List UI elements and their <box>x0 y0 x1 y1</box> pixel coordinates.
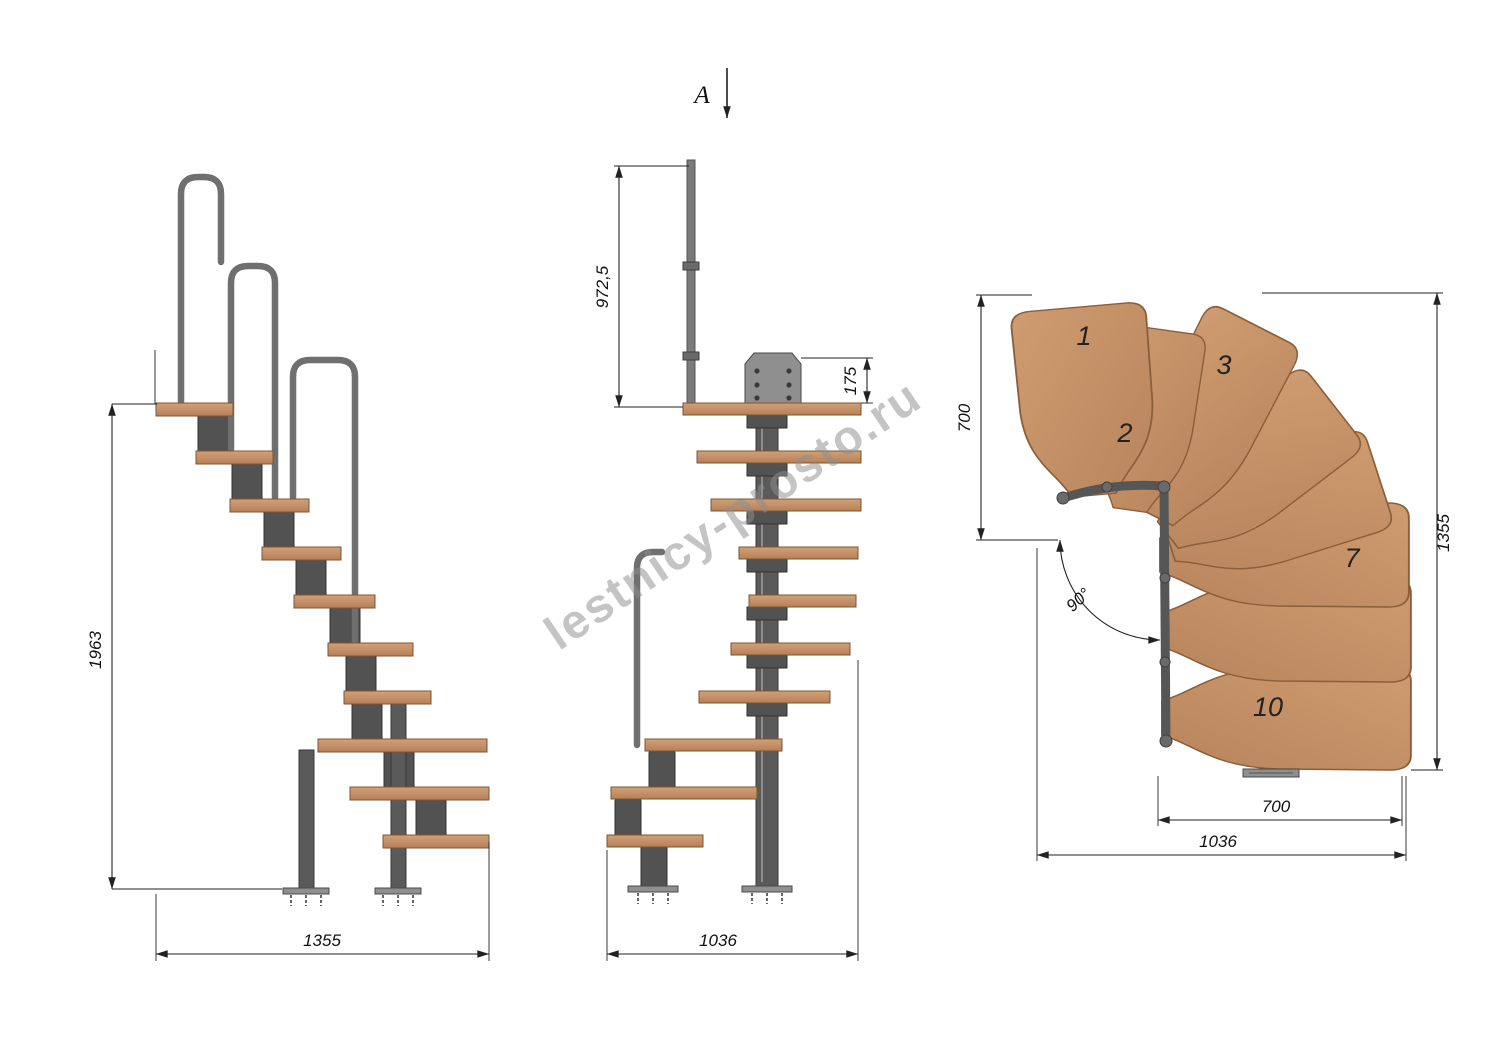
tread-number-1: 1 <box>1076 321 1091 351</box>
dimension-side-height: 1963 <box>86 403 282 890</box>
side-view-handrail <box>177 173 359 650</box>
handrail-post <box>686 159 696 409</box>
tread <box>748 594 857 608</box>
dimension-rail-height: 972,5 <box>593 165 689 408</box>
tread <box>696 450 862 464</box>
section-label: A <box>692 82 710 109</box>
plan-handrail <box>1056 480 1173 748</box>
tread <box>195 450 274 465</box>
dim-label-1355-plan: 1355 <box>1434 514 1453 552</box>
dim-label-175: 175 <box>841 366 860 395</box>
rail-joint <box>682 351 700 361</box>
lower-handrail <box>633 548 666 749</box>
tread-number-2: 2 <box>1116 418 1132 448</box>
tread-number-10: 10 <box>1253 692 1283 722</box>
front-view-bases <box>627 885 793 904</box>
front-view: A <box>593 68 873 961</box>
base-plate <box>627 885 679 893</box>
tread <box>261 546 342 561</box>
plan-view-treads <box>1009 300 1412 771</box>
tread <box>293 594 376 609</box>
tread <box>343 690 432 705</box>
tread <box>730 642 851 656</box>
base-plate <box>282 887 330 895</box>
dim-label-1036-front: 1036 <box>699 931 737 950</box>
dim-label-1036-plan: 1036 <box>1199 832 1237 851</box>
dim-label-1963: 1963 <box>86 631 105 669</box>
front-view-treads <box>606 402 862 848</box>
tread <box>644 738 783 752</box>
dimension-front-width: 1036 <box>606 660 859 961</box>
tread <box>317 738 488 753</box>
dim-label-1355-side: 1355 <box>303 931 341 950</box>
side-view-treads <box>155 402 490 849</box>
tread <box>738 546 859 560</box>
tread <box>349 786 490 801</box>
tread-number-3: 3 <box>1216 350 1231 380</box>
plan-tread-numbers: 1 2 3 7 10 <box>1076 321 1360 722</box>
base-plate <box>741 885 793 893</box>
dimension-plan-flight-width: 700 <box>955 294 1058 541</box>
section-indicator: A <box>692 68 731 119</box>
dimension-plan-bottom-1036: 1036 <box>1036 548 1407 861</box>
plan-view: 1 2 3 7 10 700 <box>955 292 1453 861</box>
dim-label-700-left: 700 <box>955 403 974 432</box>
dim-label-700-bottom: 700 <box>1262 797 1291 816</box>
base-plate <box>374 887 422 895</box>
tread <box>606 834 704 848</box>
tread <box>710 498 862 512</box>
rail-joint <box>682 261 700 271</box>
tread-number-7: 7 <box>1344 543 1360 573</box>
dimension-turn-angle: 90° <box>1056 539 1161 644</box>
tread <box>382 834 490 849</box>
dimension-plan-total-length: 1355 <box>1262 292 1453 771</box>
side-view-metal-modules <box>197 413 447 846</box>
tread <box>229 498 310 513</box>
dimension-plan-bottom-700: 700 <box>1157 776 1403 826</box>
dimension-side-width: 1355 <box>155 842 490 961</box>
tread <box>698 690 831 704</box>
tread <box>610 786 758 800</box>
tread <box>682 402 862 416</box>
tread <box>327 642 414 657</box>
tread <box>155 402 234 417</box>
top-bracket-plate <box>744 352 802 404</box>
dimension-plate-height: 175 <box>801 357 873 404</box>
side-view: 1963 1355 <box>86 173 490 961</box>
dim-label-972-5: 972,5 <box>593 265 612 308</box>
